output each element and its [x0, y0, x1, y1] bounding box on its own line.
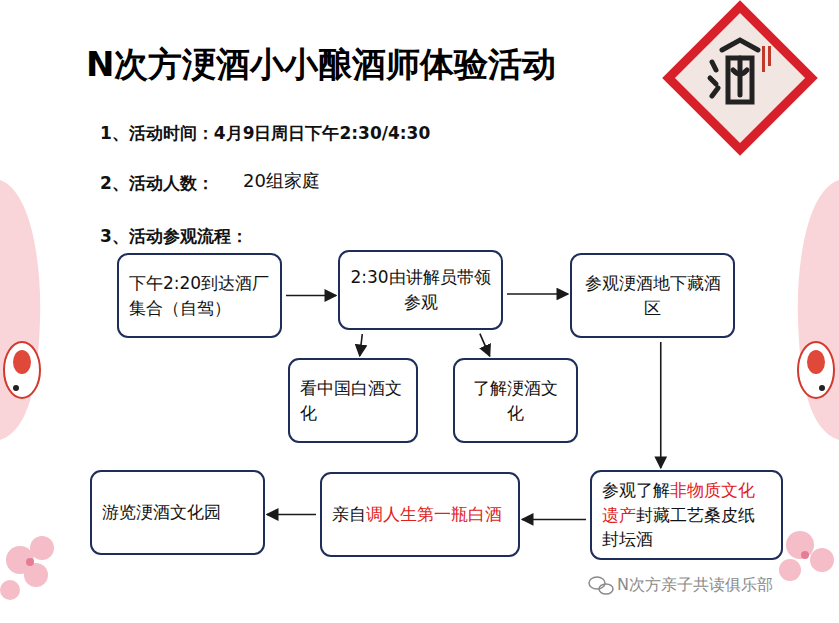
- watermark: N次方亲子共读俱乐部: [617, 575, 773, 596]
- flow-arrow: [267, 514, 316, 516]
- process-box: 亲自调人生第一瓶白酒: [320, 472, 520, 557]
- box-text: 2:30由讲解员带领参观: [350, 267, 490, 312]
- process-box: 2:30由讲解员带领参观: [338, 250, 503, 330]
- box-text: 游览浭酒文化园: [102, 502, 221, 522]
- highlight-text: 调人生第一瓶白酒: [366, 504, 502, 524]
- flow-arrow: [522, 519, 586, 521]
- flow-arrow: [660, 342, 662, 468]
- box-text: 参观了解: [602, 480, 670, 500]
- process-box: 参观浭酒地下藏酒区: [570, 253, 735, 338]
- box-text: 看中国白酒文化: [300, 378, 402, 423]
- box-text: 参观浭酒地下藏酒区: [585, 273, 721, 318]
- process-box: 参观了解非物质文化遗产封藏工艺桑皮纸封坛酒: [590, 470, 783, 560]
- box-text: 下午2:20到达酒厂集合（自驾）: [129, 273, 269, 318]
- process-box: 了解浭酒文化: [453, 358, 578, 443]
- time-info: 1、活动时间：4月9日周日下午2:30/4:30: [100, 122, 430, 145]
- flow-heading: 3、活动参观流程：: [100, 225, 248, 248]
- title: N次方浭酒小小酿酒师体验活动: [86, 42, 556, 88]
- process-box: 下午2:20到达酒厂集合（自驾）: [117, 253, 282, 338]
- process-box: 游览浭酒文化园: [90, 470, 265, 555]
- flow-arrow: [360, 334, 363, 356]
- flow-arrow: [286, 295, 336, 297]
- flow-arrow: [507, 293, 568, 295]
- flow-arrow: [480, 334, 490, 357]
- box-text: 亲自: [332, 504, 366, 524]
- count-value: 20组家庭: [243, 169, 320, 193]
- box-text: 了解浭酒文化: [473, 378, 558, 423]
- process-box: 看中国白酒文化: [288, 358, 418, 443]
- count-heading: 2、活动人数：: [100, 172, 214, 195]
